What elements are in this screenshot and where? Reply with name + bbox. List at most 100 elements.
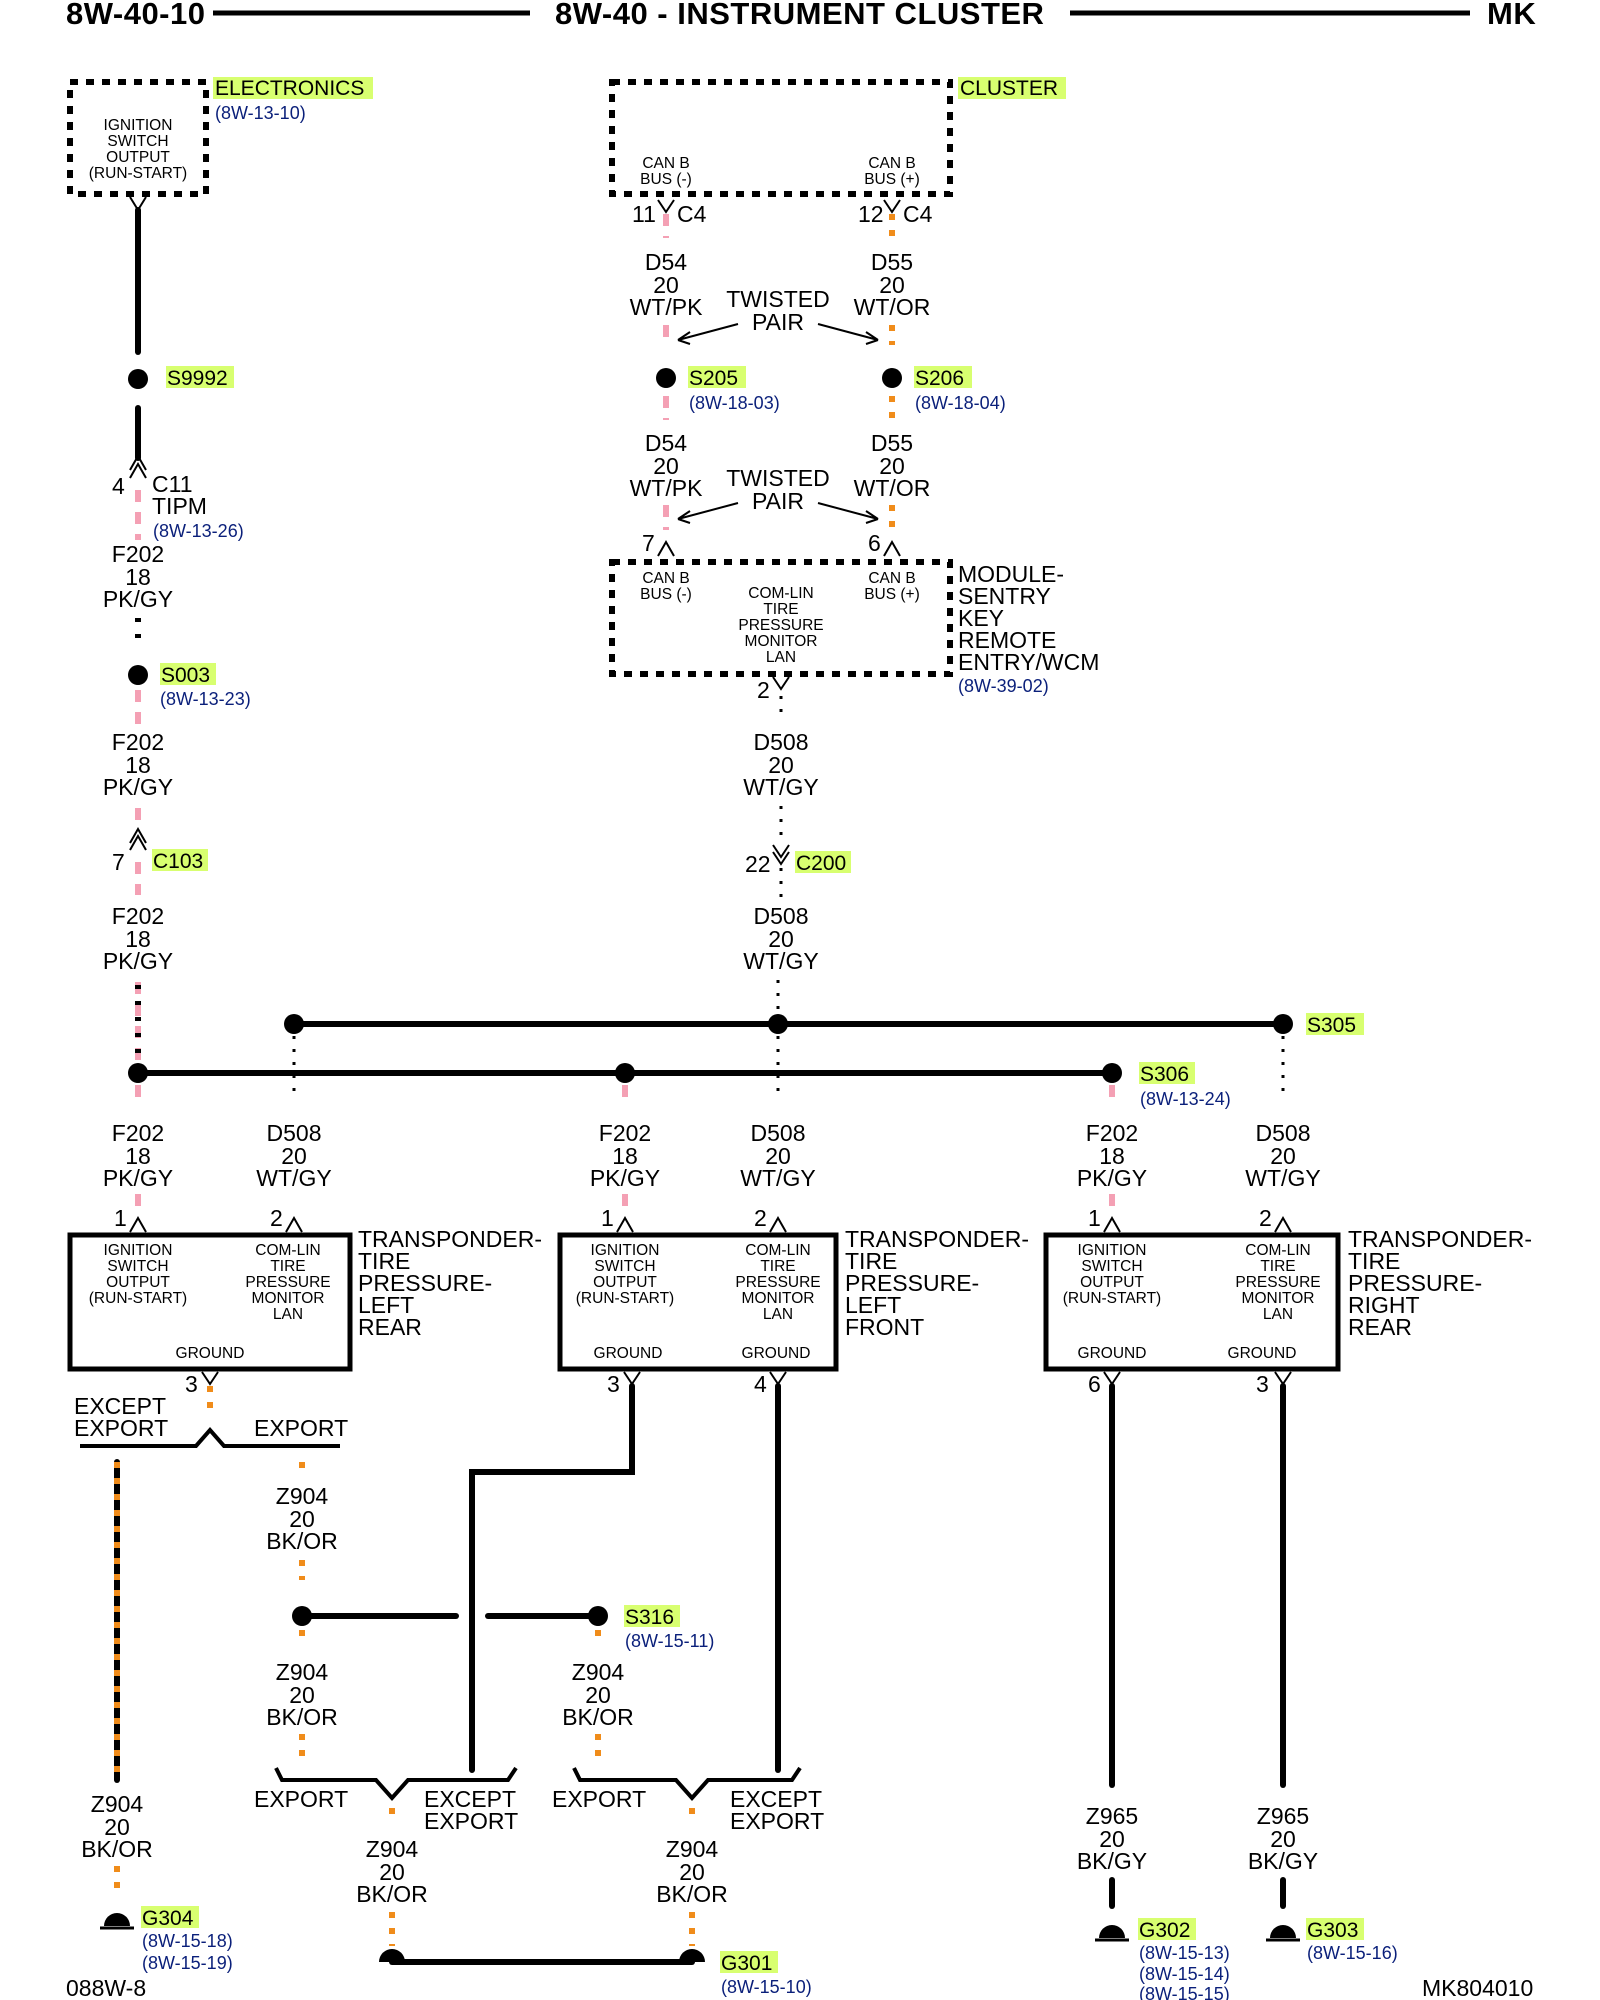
z965-gauge-1: 20 xyxy=(1099,1826,1125,1852)
sensor2-box xyxy=(557,1232,839,1372)
sensor1-cl3: PRESSURE xyxy=(245,1274,330,1291)
z965-color-2: BK/GY xyxy=(1248,1848,1318,1874)
f202-id-6: F202 xyxy=(1086,1120,1138,1146)
sensor2-ground-a: GROUND xyxy=(594,1345,663,1362)
d54-id-1: D54 xyxy=(645,249,687,275)
f202-gauge-4: 18 xyxy=(125,1143,151,1169)
s305-highlight xyxy=(1306,1013,1364,1035)
f202-color-5: PK/GY xyxy=(590,1165,660,1191)
f202-color-2: PK/GY xyxy=(103,774,173,800)
sensor1-pin-ground: 3 xyxy=(185,1371,198,1397)
ground-g301-icon-b xyxy=(679,1949,705,1962)
d54-color-1: WT/PK xyxy=(630,294,703,320)
electronics-highlight xyxy=(213,77,373,99)
sensor2-ig3: OUTPUT xyxy=(593,1274,657,1291)
c11-name: C11 xyxy=(152,471,193,497)
wcm-can-minus-2: BUS (-) xyxy=(640,586,692,603)
cluster-title: CLUSTER xyxy=(960,77,1058,100)
sensor1-ground: GROUND xyxy=(176,1345,245,1362)
f202-id-4: F202 xyxy=(112,1120,164,1146)
d508-gauge-5: 20 xyxy=(1270,1143,1296,1169)
sensor-left-rear: 1 2 IGNITION SWITCH OUTPUT (RUN-START) C… xyxy=(67,1205,542,1397)
f202-gauge-5: 18 xyxy=(612,1143,638,1169)
z904-color-4: BK/OR xyxy=(562,1704,634,1730)
splice-s003: S003 xyxy=(161,664,210,687)
sensor3-title3: PRESSURE- xyxy=(1348,1270,1482,1296)
f202-gauge-2: 18 xyxy=(125,752,151,778)
wcm-title-2: SENTRY xyxy=(958,583,1051,609)
c11-ref: (8W-13-26) xyxy=(153,521,244,541)
sensor1-title2: TIRE xyxy=(358,1248,410,1274)
splice-s206-dot xyxy=(882,368,902,388)
splice-s306: S306 xyxy=(1140,1063,1189,1086)
splice-s205: S205 xyxy=(689,367,738,390)
ground-g302-ref1: (8W-15-13) xyxy=(1139,1943,1230,1963)
cluster-can-plus-2: BUS (+) xyxy=(864,171,920,188)
wcm-title-5: ENTRY/WCM xyxy=(958,649,1099,675)
sensor3-pin-ground-b: 3 xyxy=(1256,1371,1269,1397)
sensor1-pin2: 2 xyxy=(270,1205,283,1231)
wcm-pin-6: 6 xyxy=(868,530,881,556)
export-label-2: EXPORT xyxy=(254,1786,348,1812)
sensor3-cl5: LAN xyxy=(1263,1306,1293,1323)
d508-color-5: WT/GY xyxy=(1245,1165,1320,1191)
z965-id-1: Z965 xyxy=(1086,1803,1138,1829)
twisted-pair-1a: TWISTED xyxy=(726,286,830,312)
f202-id-2: F202 xyxy=(112,729,164,755)
wcm-pin-7: 7 xyxy=(642,530,655,556)
s003-highlight xyxy=(160,663,216,685)
sensor3-title1: TRANSPONDER- xyxy=(1348,1226,1532,1252)
f202-color-3: PK/GY xyxy=(103,948,173,974)
g303-highlight xyxy=(1306,1918,1364,1940)
d55-color-1: WT/OR xyxy=(854,294,931,320)
f202-color-6: PK/GY xyxy=(1077,1165,1147,1191)
sensor2-cl1: COM-LIN xyxy=(745,1242,810,1259)
d55-color-2: WT/OR xyxy=(854,475,931,501)
sensor3-title2: TIRE xyxy=(1348,1248,1400,1274)
ground-g301-ref: (8W-15-10) xyxy=(721,1977,812,1997)
f202-id-3: F202 xyxy=(112,903,164,929)
c11-sub: TIPM xyxy=(152,493,207,519)
z904-gauge-5: 20 xyxy=(379,1859,405,1885)
f202-gauge-1: 18 xyxy=(125,564,151,590)
sensor1-cl4: MONITOR xyxy=(252,1290,325,1307)
sensor1-box xyxy=(67,1232,353,1372)
f202-gauge-3: 18 xyxy=(125,926,151,952)
wcm-conn-6 xyxy=(883,539,901,557)
z965-gauge-2: 20 xyxy=(1270,1826,1296,1852)
splice-s206: S206 xyxy=(915,367,964,390)
sensor1-ig2: SWITCH xyxy=(107,1258,168,1275)
header-right: MK xyxy=(1487,0,1536,31)
footer-left: 088W-8 xyxy=(66,1975,146,2000)
z904-id-4: Z904 xyxy=(572,1659,625,1685)
twisted-arrow-right-2 xyxy=(817,502,879,524)
z904-color-6: BK/OR xyxy=(656,1881,728,1907)
z904-id-2: Z904 xyxy=(276,1483,329,1509)
s305-dot-1 xyxy=(284,1014,304,1034)
ground-g304-ref1: (8W-15-18) xyxy=(142,1931,233,1951)
f202-id-5: F202 xyxy=(599,1120,651,1146)
f202-gauge-6: 18 xyxy=(1099,1143,1125,1169)
sensor1-title1: TRANSPONDER- xyxy=(358,1226,542,1252)
wcm-conn-2 xyxy=(772,676,790,691)
sensor2-ig2: SWITCH xyxy=(594,1258,655,1275)
d508-gauge-2: 20 xyxy=(768,926,794,952)
cluster-can-minus-1: CAN B xyxy=(642,155,689,172)
splice-s305: S305 xyxy=(1307,1014,1356,1037)
sensor1-cl5: LAN xyxy=(273,1306,303,1323)
sensor3-cl1: COM-LIN xyxy=(1245,1242,1310,1259)
s306-dot-3 xyxy=(1102,1063,1122,1083)
ground-g302-icon xyxy=(1099,1925,1125,1938)
d508-color-2: WT/GY xyxy=(743,948,818,974)
sensor2-conn1 xyxy=(616,1215,634,1233)
z904-color-2: BK/OR xyxy=(266,1528,338,1554)
cluster-highlight xyxy=(958,77,1066,99)
d508-id-1: D508 xyxy=(754,729,809,755)
c200-connector xyxy=(772,844,790,866)
cluster-conn-c4-a: C4 xyxy=(677,201,707,227)
f202-id-1: F202 xyxy=(112,541,164,567)
electronics-label-1: IGNITION xyxy=(104,117,173,134)
twisted-arrow-left-1 xyxy=(677,323,739,345)
sensor3-conn-ground-a xyxy=(1103,1371,1121,1386)
sensor3-ig4: (RUN-START) xyxy=(1063,1290,1161,1307)
